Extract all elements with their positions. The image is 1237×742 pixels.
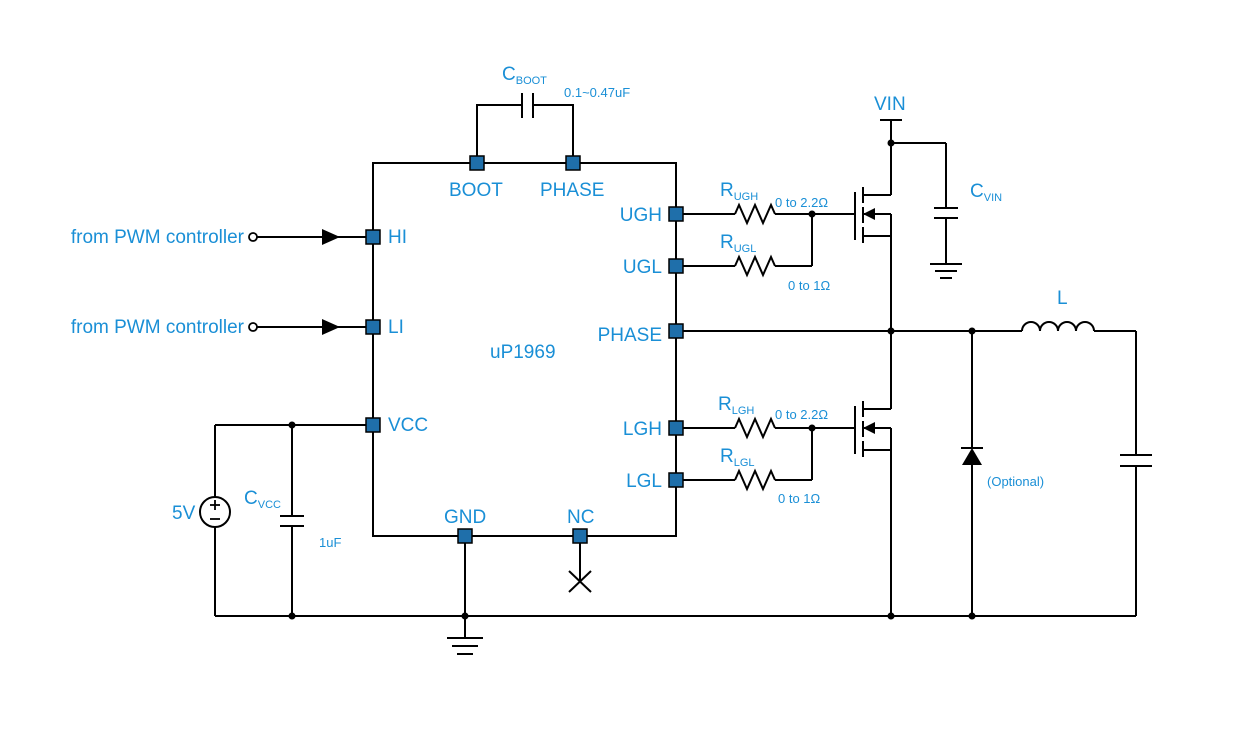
- gnd-pin-wire: [461, 536, 469, 638]
- rlgh-value: 0 to 2.2Ω: [775, 407, 828, 422]
- cboot-label: CBOOT: [502, 64, 547, 87]
- pin-boot: [469, 155, 485, 171]
- inductor-coil: [1021, 321, 1136, 332]
- pin-nc: [572, 528, 588, 544]
- pin-phase-right: [668, 323, 684, 339]
- output-capacitor: [1120, 331, 1152, 616]
- pin-ugh: [668, 206, 684, 222]
- pin-lgh: [668, 420, 684, 436]
- pin-gnd: [457, 528, 473, 544]
- cboot-value: 0.1~0.47uF: [564, 85, 630, 100]
- pin-label-vcc: VCC: [388, 415, 428, 436]
- pin-label-nc: NC: [567, 507, 594, 528]
- switch-node: [676, 236, 1022, 620]
- pin-lgl: [668, 472, 684, 488]
- pin-label-boot: BOOT: [449, 180, 503, 201]
- cvcc-value: 1uF: [319, 535, 341, 550]
- ground-symbol: [447, 637, 483, 655]
- ic-body: [372, 162, 677, 537]
- diode-note: (Optional): [987, 474, 1044, 489]
- cvin-label: CVIN: [970, 181, 1002, 204]
- pin-label-lgl: LGL: [626, 471, 662, 492]
- ic-name-label: uP1969: [490, 342, 556, 363]
- cboot-capacitor: [476, 93, 574, 163]
- pin-label-ugh: UGH: [620, 205, 662, 226]
- 5v-source-label: 5V: [172, 503, 196, 524]
- pin-label-lgh: LGH: [623, 419, 662, 440]
- vcc-supply-network: [214, 421, 373, 620]
- vin-rail: [880, 119, 946, 195]
- pin-label-li: LI: [388, 317, 404, 338]
- rlgh-resistor: [676, 416, 855, 440]
- rugh-value: 0 to 2.2Ω: [775, 195, 828, 210]
- pin-label-gnd: GND: [444, 507, 486, 528]
- rlgh-label: RLGH: [718, 394, 754, 417]
- vin-label: VIN: [874, 94, 906, 115]
- cvcc-label: CVCC: [244, 488, 281, 511]
- low-side-mosfet: [854, 401, 892, 457]
- pin-label-ugl: UGL: [623, 257, 662, 278]
- inductor-label: L: [1057, 288, 1068, 309]
- rlgl-resistor: [676, 424, 816, 492]
- freewheel-diode: [961, 331, 983, 620]
- rugl-label: RUGL: [720, 232, 756, 255]
- high-side-mosfet: [854, 187, 892, 243]
- pin-phase-top: [565, 155, 581, 171]
- pin-label-hi: HI: [388, 227, 407, 248]
- pin-label-phase-right: PHASE: [598, 325, 662, 346]
- pin-label-phase-top: PHASE: [540, 180, 604, 201]
- pin-hi: [365, 229, 381, 245]
- hi-source-label: from PWM controller: [71, 227, 245, 248]
- pin-li: [365, 319, 381, 335]
- rugl-resistor: [676, 210, 816, 278]
- li-input-wire: [248, 319, 367, 335]
- rugh-resistor: [676, 202, 855, 226]
- 5v-source-symbol: [199, 496, 231, 528]
- rugl-value: 0 to 1Ω: [788, 278, 831, 293]
- pin-vcc: [365, 417, 381, 433]
- li-source-label: from PWM controller: [71, 317, 245, 338]
- rlgl-value: 0 to 1Ω: [778, 491, 821, 506]
- rlgl-label: RLGL: [720, 446, 755, 469]
- rugh-label: RUGH: [720, 180, 758, 203]
- pin-ugl: [668, 258, 684, 274]
- nc-no-connect: [568, 536, 592, 593]
- hi-input-wire: [248, 229, 367, 245]
- cvin-capacitor: [930, 143, 962, 279]
